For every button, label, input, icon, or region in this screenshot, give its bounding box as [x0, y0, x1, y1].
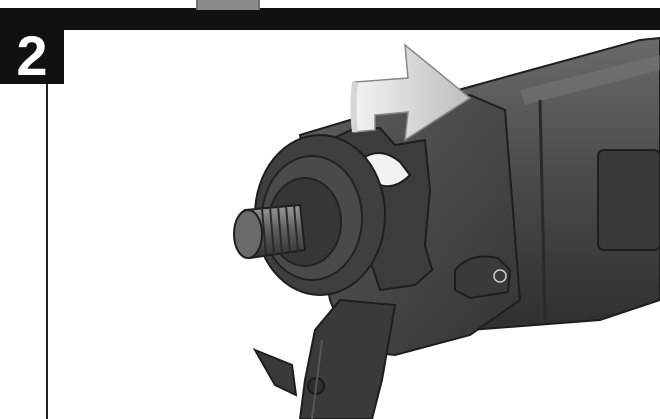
header-bar	[0, 8, 660, 30]
step-number-badge	[0, 28, 64, 84]
spanner	[252, 298, 397, 419]
grinder-spindle	[233, 203, 307, 260]
spindle-lock-button	[454, 255, 512, 300]
header-tab	[196, 0, 260, 10]
step-number: 2	[16, 24, 48, 87]
left-margin-rule	[46, 84, 48, 419]
body-vent-panel	[597, 149, 660, 251]
rotation-arrow-icon	[350, 43, 472, 142]
